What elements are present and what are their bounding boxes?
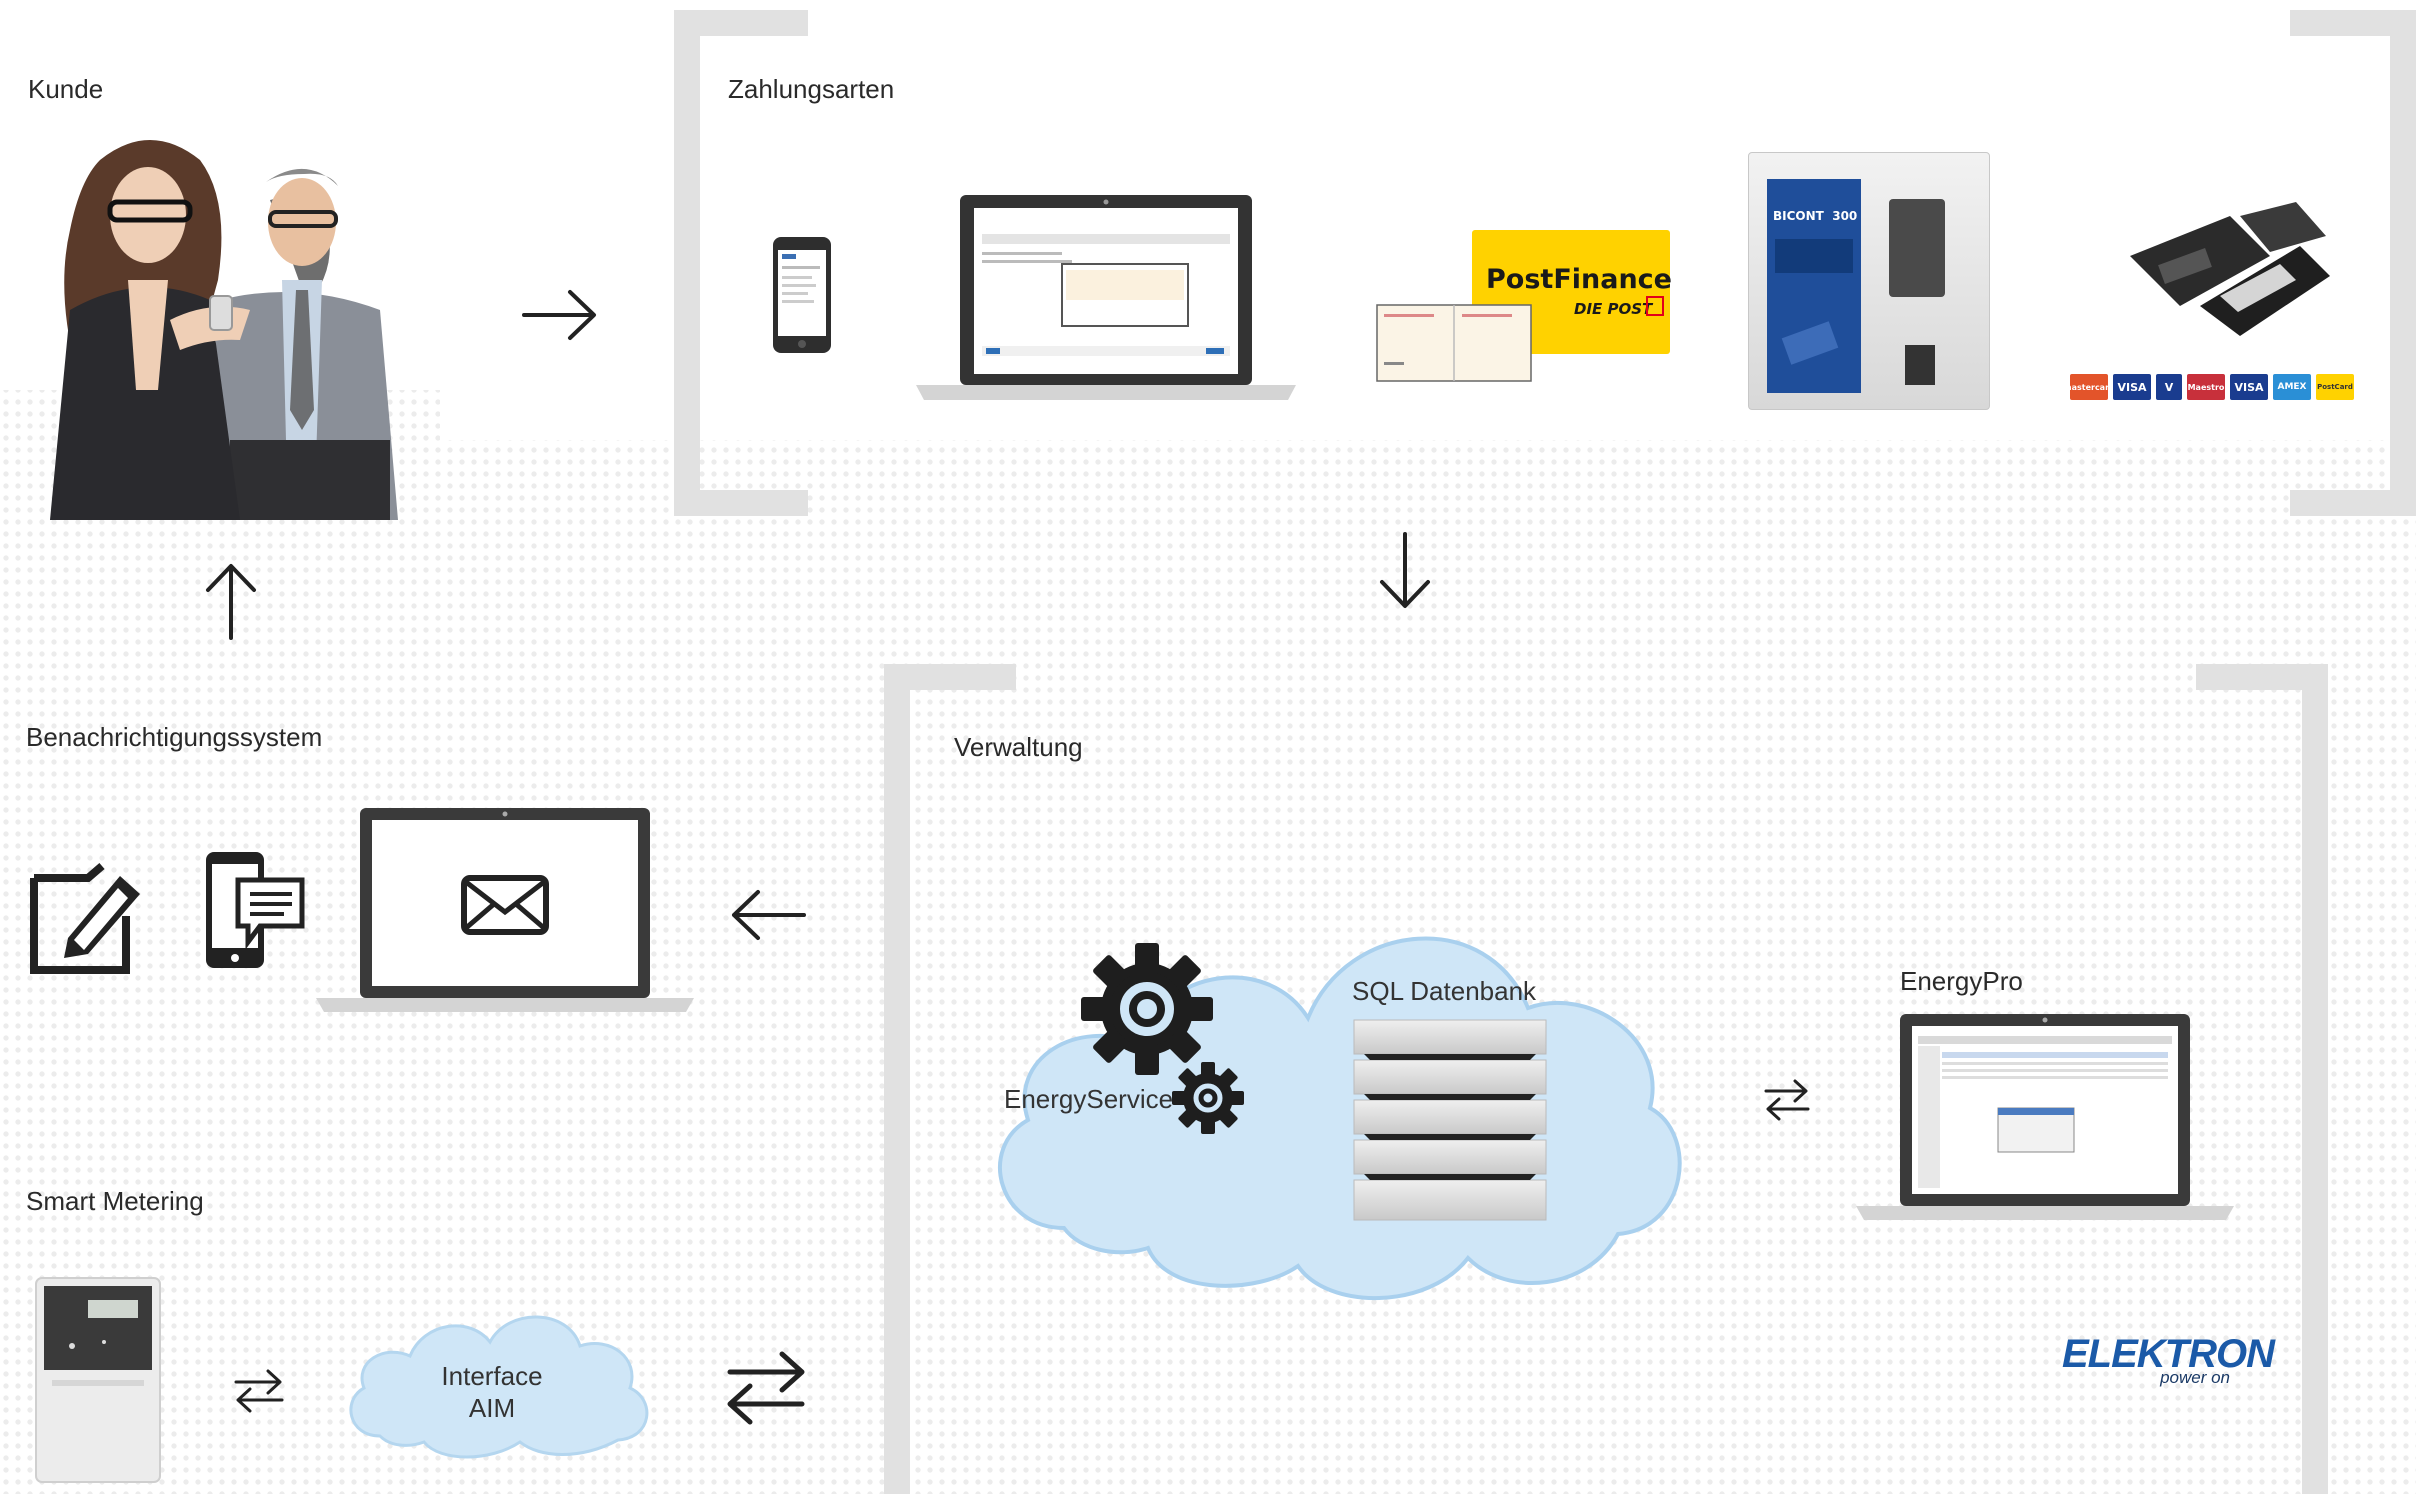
card-logo: PostCard xyxy=(2316,374,2354,400)
card-logos: mastercard VISA V Maestro VISA AMEX Post… xyxy=(2063,374,2354,400)
gear-icon xyxy=(1081,943,1213,1075)
payment-kiosk: BICONT 300 xyxy=(1748,152,1990,410)
energy-pro-label: EnergyPro xyxy=(1900,966,2023,996)
smartphone-payment xyxy=(773,237,831,353)
card-logo: V xyxy=(2156,374,2182,400)
customer-illustration xyxy=(50,140,398,520)
postfinance-label: PostFinance xyxy=(1486,264,1672,295)
section-label-zahlungsarten: Zahlungsarten xyxy=(728,74,895,104)
connector-gap xyxy=(440,400,2416,440)
elektron-logo: ELEKTRON power on xyxy=(2062,1332,2275,1388)
laptop-ebanking xyxy=(916,195,1296,400)
section-label-smart-metering: Smart Metering xyxy=(26,1186,204,1216)
interface-label-line1: Interface xyxy=(441,1361,543,1391)
die-post-label: DIE POST xyxy=(1574,300,1653,318)
payment-bracket-right xyxy=(2290,10,2416,516)
arrow-up-icon xyxy=(206,564,256,640)
smart-meter xyxy=(35,1277,161,1483)
section-label-benachrichtigung: Benachrichtigungssystem xyxy=(26,722,323,752)
bidirectional-arrows-icon xyxy=(234,1369,284,1413)
energy-service-label: EnergyService xyxy=(1004,1084,1174,1114)
arrow-down-icon xyxy=(1380,532,1430,608)
phone-message-icon xyxy=(206,852,305,968)
section-label-kunde: Kunde xyxy=(28,74,104,104)
admin-bracket-right xyxy=(2196,664,2328,1494)
interface-label-line2: AIM xyxy=(468,1393,516,1423)
kiosk-dispenser xyxy=(1905,345,1935,385)
admin-bracket-left xyxy=(884,664,1016,1494)
elektron-brand-name: ELEKTRON xyxy=(2062,1332,2275,1376)
laptop-email xyxy=(316,808,694,1012)
sql-db-label: SQL Datenbank xyxy=(1352,976,1537,1006)
kiosk-brand: BICONT 300 xyxy=(1773,209,1858,223)
payment-slip xyxy=(1376,304,1532,382)
interface-cloud xyxy=(349,1315,649,1459)
card-logo: AMEX xyxy=(2273,374,2311,400)
card-terminal xyxy=(2130,202,2330,336)
kiosk-keypad xyxy=(1889,199,1945,297)
envelope-icon xyxy=(461,875,549,935)
kiosk-screen xyxy=(1775,239,1853,273)
kiosk-panel: BICONT 300 xyxy=(1767,179,1861,393)
section-label-verwaltung: Verwaltung xyxy=(954,732,1083,762)
payment-bracket-left xyxy=(674,10,808,516)
card-logo: VISA xyxy=(2230,374,2268,400)
edit-note-icon xyxy=(30,862,140,974)
gear-icon xyxy=(1172,1062,1244,1134)
kiosk-card-slot xyxy=(1781,321,1839,365)
card-logo: VISA xyxy=(2113,374,2151,400)
card-logo: Maestro xyxy=(2187,374,2225,400)
bidirectional-arrows-icon xyxy=(727,1351,805,1425)
elektron-tagline: power on xyxy=(2160,1368,2230,1387)
card-logo: mastercard xyxy=(2063,374,2115,400)
database-server-stack xyxy=(1353,1019,1547,1221)
arrow-right-icon xyxy=(522,290,596,340)
bidirectional-arrows-icon xyxy=(1764,1079,1810,1121)
interface-aim-label: Interface AIM xyxy=(420,1360,564,1424)
arrow-left-icon xyxy=(732,890,806,940)
laptop-energypro xyxy=(1856,1014,2234,1220)
swiss-post-cross-icon xyxy=(1646,296,1664,316)
